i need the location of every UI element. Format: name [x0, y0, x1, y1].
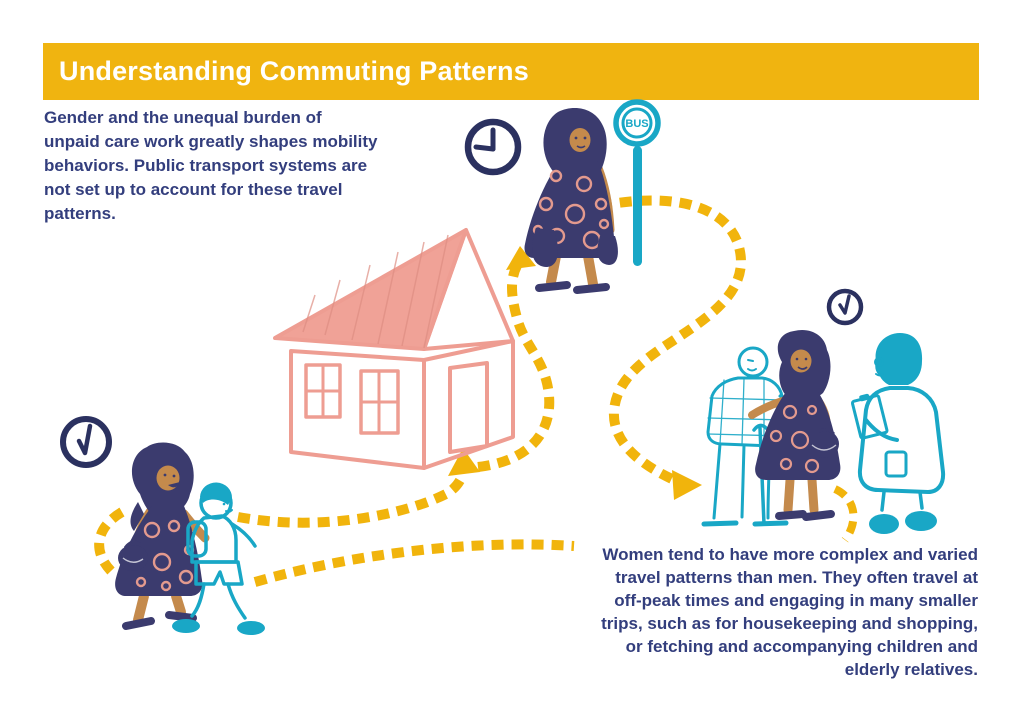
- house-roof: [273, 228, 468, 351]
- sandals: [535, 281, 610, 294]
- clock-top-center: [464, 118, 522, 176]
- clock-bottom-left: [60, 416, 112, 468]
- dashed-route-path: [94, 195, 858, 587]
- route-pair-to-house: [237, 472, 468, 528]
- nurse-figure: [850, 333, 946, 534]
- clipboard: [850, 393, 889, 440]
- bus-sign-label: BUS: [625, 118, 648, 130]
- outro-paragraph: Women tend to have more complex and vari…: [601, 545, 978, 679]
- shopping-bag-right: [597, 236, 618, 265]
- sandals: [775, 510, 835, 521]
- caregiver-woman-figure: [748, 329, 841, 521]
- route-arc-left-of-mother: [94, 507, 125, 575]
- shoe: [237, 621, 265, 635]
- route-bottom-long: [253, 539, 575, 587]
- house-front-wall: [289, 349, 426, 470]
- arrowhead-to-group: [672, 470, 702, 500]
- glasses: [874, 357, 884, 367]
- elderly-man-figure: [701, 346, 809, 527]
- handbag: [118, 540, 148, 571]
- arrowhead-to-house: [448, 448, 480, 476]
- woman-with-bags-figure: [524, 108, 618, 294]
- house-window-right: [359, 369, 400, 435]
- handbag: [809, 428, 839, 458]
- child-figure: [172, 482, 265, 635]
- shopping-bag-left: [532, 228, 558, 267]
- roof-hatching: [302, 234, 449, 349]
- intro-paragraph: Gender and the unequal burden of unpaid …: [44, 108, 378, 223]
- arrowhead-to-woman: [506, 246, 536, 270]
- route-arrowhead-icon: [448, 246, 702, 500]
- mother-figure: [115, 442, 210, 630]
- house-side-wall: [422, 339, 515, 470]
- hair: [875, 333, 923, 385]
- clock-icon: [60, 118, 864, 468]
- route-house-to-bus: [477, 259, 555, 472]
- boot: [869, 514, 899, 534]
- coat-pocket: [884, 450, 908, 478]
- coat: [857, 386, 946, 494]
- dress: [755, 392, 841, 480]
- sandals: [122, 611, 197, 630]
- house-window-left: [304, 363, 342, 419]
- house-icon: [273, 228, 515, 470]
- backpack: [186, 520, 208, 558]
- route-bus-to-group: [599, 195, 746, 484]
- page-title: Understanding Commuting Patterns: [59, 56, 529, 86]
- clock-right-group: [826, 288, 864, 326]
- route-swoosh-group: [833, 485, 858, 543]
- bus-stop-icon: BUS: [613, 99, 661, 266]
- house-door: [448, 361, 489, 454]
- title-banner: Understanding Commuting Patterns: [43, 43, 979, 100]
- boot: [905, 511, 937, 531]
- shoe: [172, 619, 200, 633]
